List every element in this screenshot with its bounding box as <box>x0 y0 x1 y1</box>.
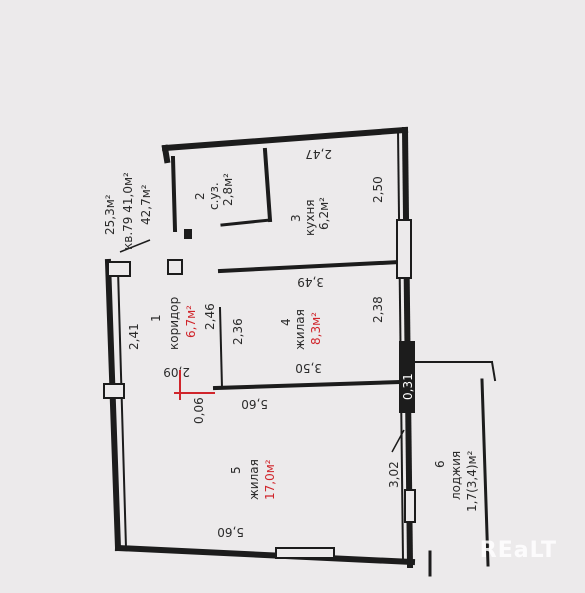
window-left-box <box>103 383 125 399</box>
wall-bathroom-bottom <box>220 218 272 227</box>
room-labels: 2 с.уз. 2,8м² 3 кухня 6,2м² 1 коридор 6,… <box>149 173 479 512</box>
wall-left-inner <box>116 268 128 550</box>
leader-loggia <box>391 429 405 453</box>
room-num: 2 <box>193 192 207 200</box>
dim-bedroom-length: 3,50 <box>295 361 322 375</box>
realt-watermark: REaLT <box>479 538 557 563</box>
apt-area-with-loggia: 42,7м² <box>139 184 153 225</box>
vent-shaft-box <box>167 259 183 275</box>
room-area: 2,8м² <box>221 173 235 206</box>
room-name: коридор <box>167 297 181 350</box>
wall-bathroom-left <box>170 155 178 233</box>
room-area: 8,3м² <box>309 312 323 345</box>
wall-top-left-end <box>161 144 171 164</box>
room-num: 1 <box>149 314 163 322</box>
apt-area-living: 25,3м² <box>103 194 117 235</box>
wall-corridor <box>218 306 224 390</box>
dim-small-offset: 0,06 <box>192 397 206 424</box>
room-num: 5 <box>229 466 243 474</box>
room-bathroom: 2 с.уз. 2,8м² <box>193 173 235 210</box>
dim-living-bottom: 5,60 <box>217 525 244 539</box>
window-bottom <box>275 547 335 559</box>
room-num: 3 <box>289 214 303 222</box>
wall-kitchen-bedroom <box>217 259 403 274</box>
door-bathroom-mark <box>184 229 192 239</box>
walls <box>104 126 497 577</box>
openings <box>103 219 416 559</box>
room-area: 1,7(3,4)м² <box>465 450 479 512</box>
apt-number-total: кв.79 41,0м² <box>121 172 135 250</box>
dimension-labels: 2,47 2,50 3,49 2,38 2,46 2,36 2,41 3,50 … <box>127 147 415 539</box>
room-num: 6 <box>433 460 447 468</box>
wall-bedroom-bottom <box>212 379 405 391</box>
window-livingroom <box>404 489 416 523</box>
dim-bedroom-width: 2,36 <box>231 318 245 345</box>
leader-apt <box>119 239 151 253</box>
dim-corridor-gap: 2,09 <box>163 365 190 379</box>
annotation-lines <box>119 239 405 453</box>
window-kitchen <box>396 219 412 279</box>
room-area: 6,7м² <box>184 305 198 338</box>
room-name: жилая <box>293 309 307 350</box>
dim-wall-thickness: 0,31 <box>401 373 415 400</box>
apt-number: кв.79 <box>121 217 135 250</box>
room-kitchen: 3 кухня 6,2м² <box>289 197 331 236</box>
dim-bedroom-height: 2,38 <box>371 296 385 323</box>
dim-kitchen-width: 3,49 <box>297 275 324 289</box>
room-name: кухня <box>303 199 317 236</box>
wall-left <box>104 258 122 552</box>
dim-left-wall: 2,41 <box>127 323 141 350</box>
room-area: 17,0м² <box>263 459 277 500</box>
room-num: 4 <box>279 318 293 326</box>
room-living: 5 жилая 17,0м² <box>229 459 277 500</box>
room-corridor: 1 коридор 6,7м² <box>149 297 198 350</box>
room-loggia: 6 лоджия 1,7(3,4)м² <box>433 450 479 512</box>
dim-top-width: 2,47 <box>305 147 332 161</box>
room-bedroom: 4 жилая 8,3м² <box>279 309 323 350</box>
dim-corridor-width: 2,46 <box>203 303 217 330</box>
wall-bathroom-right <box>262 147 273 223</box>
wall-top <box>161 126 409 152</box>
window-bedroom <box>399 341 415 413</box>
apartment-area-block: 25,3м² кв.79 41,0м² 42,7м² <box>103 172 153 250</box>
dim-living-top: 5,60 <box>241 397 268 411</box>
door-entrance-box <box>107 261 131 277</box>
room-name: жилая <box>247 459 261 500</box>
room-name: лоджия <box>449 451 463 500</box>
dim-kitchen-height: 2,50 <box>371 176 385 203</box>
loggia-right <box>480 378 490 567</box>
loggia-top-right <box>490 360 497 382</box>
room-name: с.уз. <box>207 182 221 210</box>
dim-living-height: 3,02 <box>387 461 401 488</box>
room-area: 6,2м² <box>317 197 331 230</box>
wall-bottom <box>114 544 416 566</box>
apt-area-total: 41,0м² <box>121 172 135 213</box>
